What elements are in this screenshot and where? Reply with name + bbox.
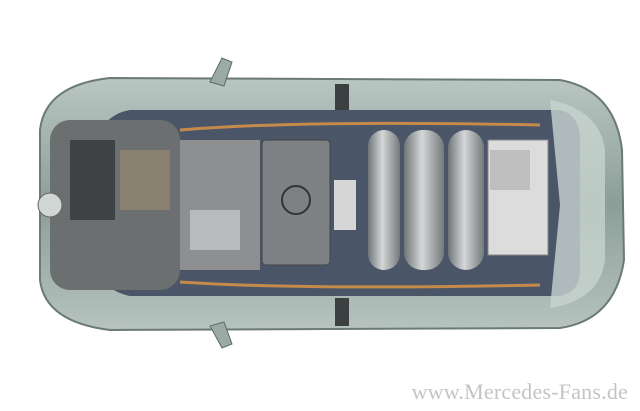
right-mirror bbox=[209, 321, 233, 349]
left-mirror bbox=[209, 57, 233, 87]
hydrogen-tank bbox=[368, 130, 400, 270]
mercedes-star-icon bbox=[37, 192, 63, 218]
watermark: www.Mercedes-Fans.de bbox=[411, 379, 628, 404]
hydrogen-tank bbox=[404, 130, 444, 270]
hydrogen-tank bbox=[448, 130, 484, 270]
power-module bbox=[261, 139, 331, 266]
rear-window bbox=[550, 100, 605, 308]
fuel-cell-stack bbox=[180, 140, 260, 270]
